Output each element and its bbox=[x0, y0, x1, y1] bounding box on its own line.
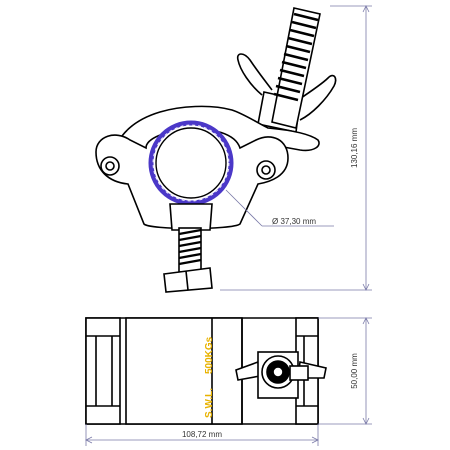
lower-nut-face-line bbox=[185, 270, 189, 291]
tube-inner-ring bbox=[155, 127, 227, 199]
lower-nut bbox=[163, 267, 213, 293]
upper-bolt-threads bbox=[273, 12, 319, 102]
height-dimension-top bbox=[220, 5, 372, 291]
side-left-end-plate bbox=[85, 317, 121, 425]
wing-nut-left-wing bbox=[236, 53, 273, 96]
tube-diameter-leader bbox=[225, 189, 334, 227]
right-hinge-hole-outer bbox=[256, 160, 276, 180]
width-dimension-side-label: 108,72 mm bbox=[182, 430, 222, 439]
wing-nut-right-wing bbox=[297, 74, 337, 121]
swl-label: S.W.L. bbox=[204, 388, 215, 418]
lower-bolt-threads bbox=[178, 228, 202, 266]
height-dimension-side-label: 50,00 mm bbox=[350, 353, 359, 389]
right-hinge-hole-inner bbox=[261, 165, 271, 175]
left-hinge-hole-outer bbox=[100, 156, 120, 176]
side-bolt-center bbox=[272, 366, 284, 378]
clamp-front-view bbox=[95, 7, 337, 293]
left-hinge-hole-inner bbox=[105, 161, 115, 171]
side-bolt-stem bbox=[289, 365, 309, 381]
clamp-side-view bbox=[85, 317, 327, 425]
height-dimension-top-label: 130,16 mm bbox=[350, 128, 359, 168]
swl-load: 500KGs bbox=[204, 336, 215, 374]
tube-dashed-ring bbox=[152, 124, 230, 202]
width-dimension-side bbox=[85, 424, 319, 446]
swl-marking: S.W.L. 500KGs bbox=[204, 336, 215, 418]
lower-bolt-boss bbox=[169, 203, 213, 231]
upper-threaded-bolt bbox=[271, 7, 321, 129]
tube-diameter-label: Ø 37,30 mm bbox=[272, 217, 316, 226]
side-marking-panel bbox=[125, 317, 243, 425]
height-dimension-side bbox=[318, 317, 372, 425]
